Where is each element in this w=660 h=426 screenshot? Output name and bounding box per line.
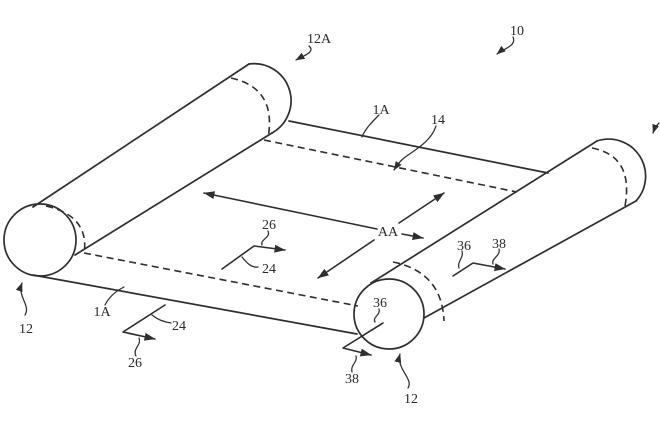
- leader-26-middle: [261, 230, 270, 246]
- leader-1a-bottom: [104, 286, 125, 306]
- aa-width-arrow: [203, 191, 378, 230]
- left-roller-hidden-roll-edge-near: [45, 205, 86, 255]
- direction-symbol-24-26-bottom-left: [122, 304, 166, 341]
- ref-label-1a-top: 1A: [372, 103, 390, 118]
- ref-label-12-left: 12: [19, 322, 33, 337]
- ref-label-38-bottom: 38: [345, 372, 359, 387]
- ref-label-12-right: 12: [404, 392, 418, 407]
- ref-label-aa: AA: [378, 225, 399, 240]
- leader-38-bottom: [351, 355, 357, 373]
- leader-12-right: [394, 353, 410, 389]
- ref-label-12a: 12A: [307, 32, 332, 47]
- leader-36-top: [458, 250, 463, 269]
- right-roller-hidden-roll-edge-near: [392, 261, 445, 322]
- right-roller-bottom-edge: [423, 200, 637, 319]
- leader-38-top: [492, 248, 500, 265]
- leader-1a-top: [361, 114, 380, 138]
- ref-label-14: 14: [431, 113, 445, 128]
- aa-diagonal-arrow-upper: [398, 192, 445, 224]
- leader-edge-cutoff: [652, 122, 660, 134]
- right-roller-end-face-circle: [353, 278, 425, 350]
- right-roller-cap-arc: [596, 138, 647, 202]
- leader-36-bottom: [373, 308, 380, 323]
- direction-symbol-36-38-bottom-right: [342, 322, 384, 357]
- ref-label-26-middle: 26: [262, 218, 276, 233]
- left-roller-cap-arc: [248, 62, 292, 134]
- ref-label-1a-bottom: 1A: [93, 305, 111, 320]
- active-area-boundary-top-dashed: [263, 139, 518, 193]
- leader-12a: [295, 45, 312, 61]
- direction-symbol-24-26-middle: [221, 244, 286, 270]
- ref-label-26-bottom: 26: [128, 356, 142, 371]
- aa-leader-arrow: [401, 232, 424, 240]
- left-roller-end-face-circle: [3, 203, 77, 277]
- leader-10: [496, 36, 515, 55]
- right-roller-hidden-roll-edge-far: [591, 147, 628, 207]
- display-sheet-bottom-edge: [32, 274, 358, 335]
- right-roller-top-edge: [370, 140, 598, 284]
- ref-label-36-bottom: 36: [373, 296, 387, 311]
- leader-26-bottom: [134, 337, 141, 357]
- active-area-boundary-bottom-dashed: [83, 252, 359, 307]
- leader-14: [393, 125, 437, 171]
- direction-symbol-36-38-top-right: [452, 262, 506, 277]
- ref-label-10: 10: [510, 24, 524, 39]
- leader-24-bottom: [151, 314, 172, 324]
- ref-label-36-top: 36: [457, 239, 471, 254]
- ref-label-38-top: 38: [492, 237, 506, 252]
- left-roller-bottom-edge: [74, 132, 273, 256]
- leader-24-middle: [241, 256, 259, 268]
- leader-12-left: [15, 282, 28, 316]
- aa-diagonal-arrow-lower: [317, 239, 375, 279]
- left-roller-hidden-roll-edge-far: [230, 77, 271, 139]
- left-roller-top-edge: [32, 63, 250, 208]
- ref-label-24-middle: 24: [262, 262, 276, 277]
- ref-label-24-bottom: 24: [172, 319, 186, 334]
